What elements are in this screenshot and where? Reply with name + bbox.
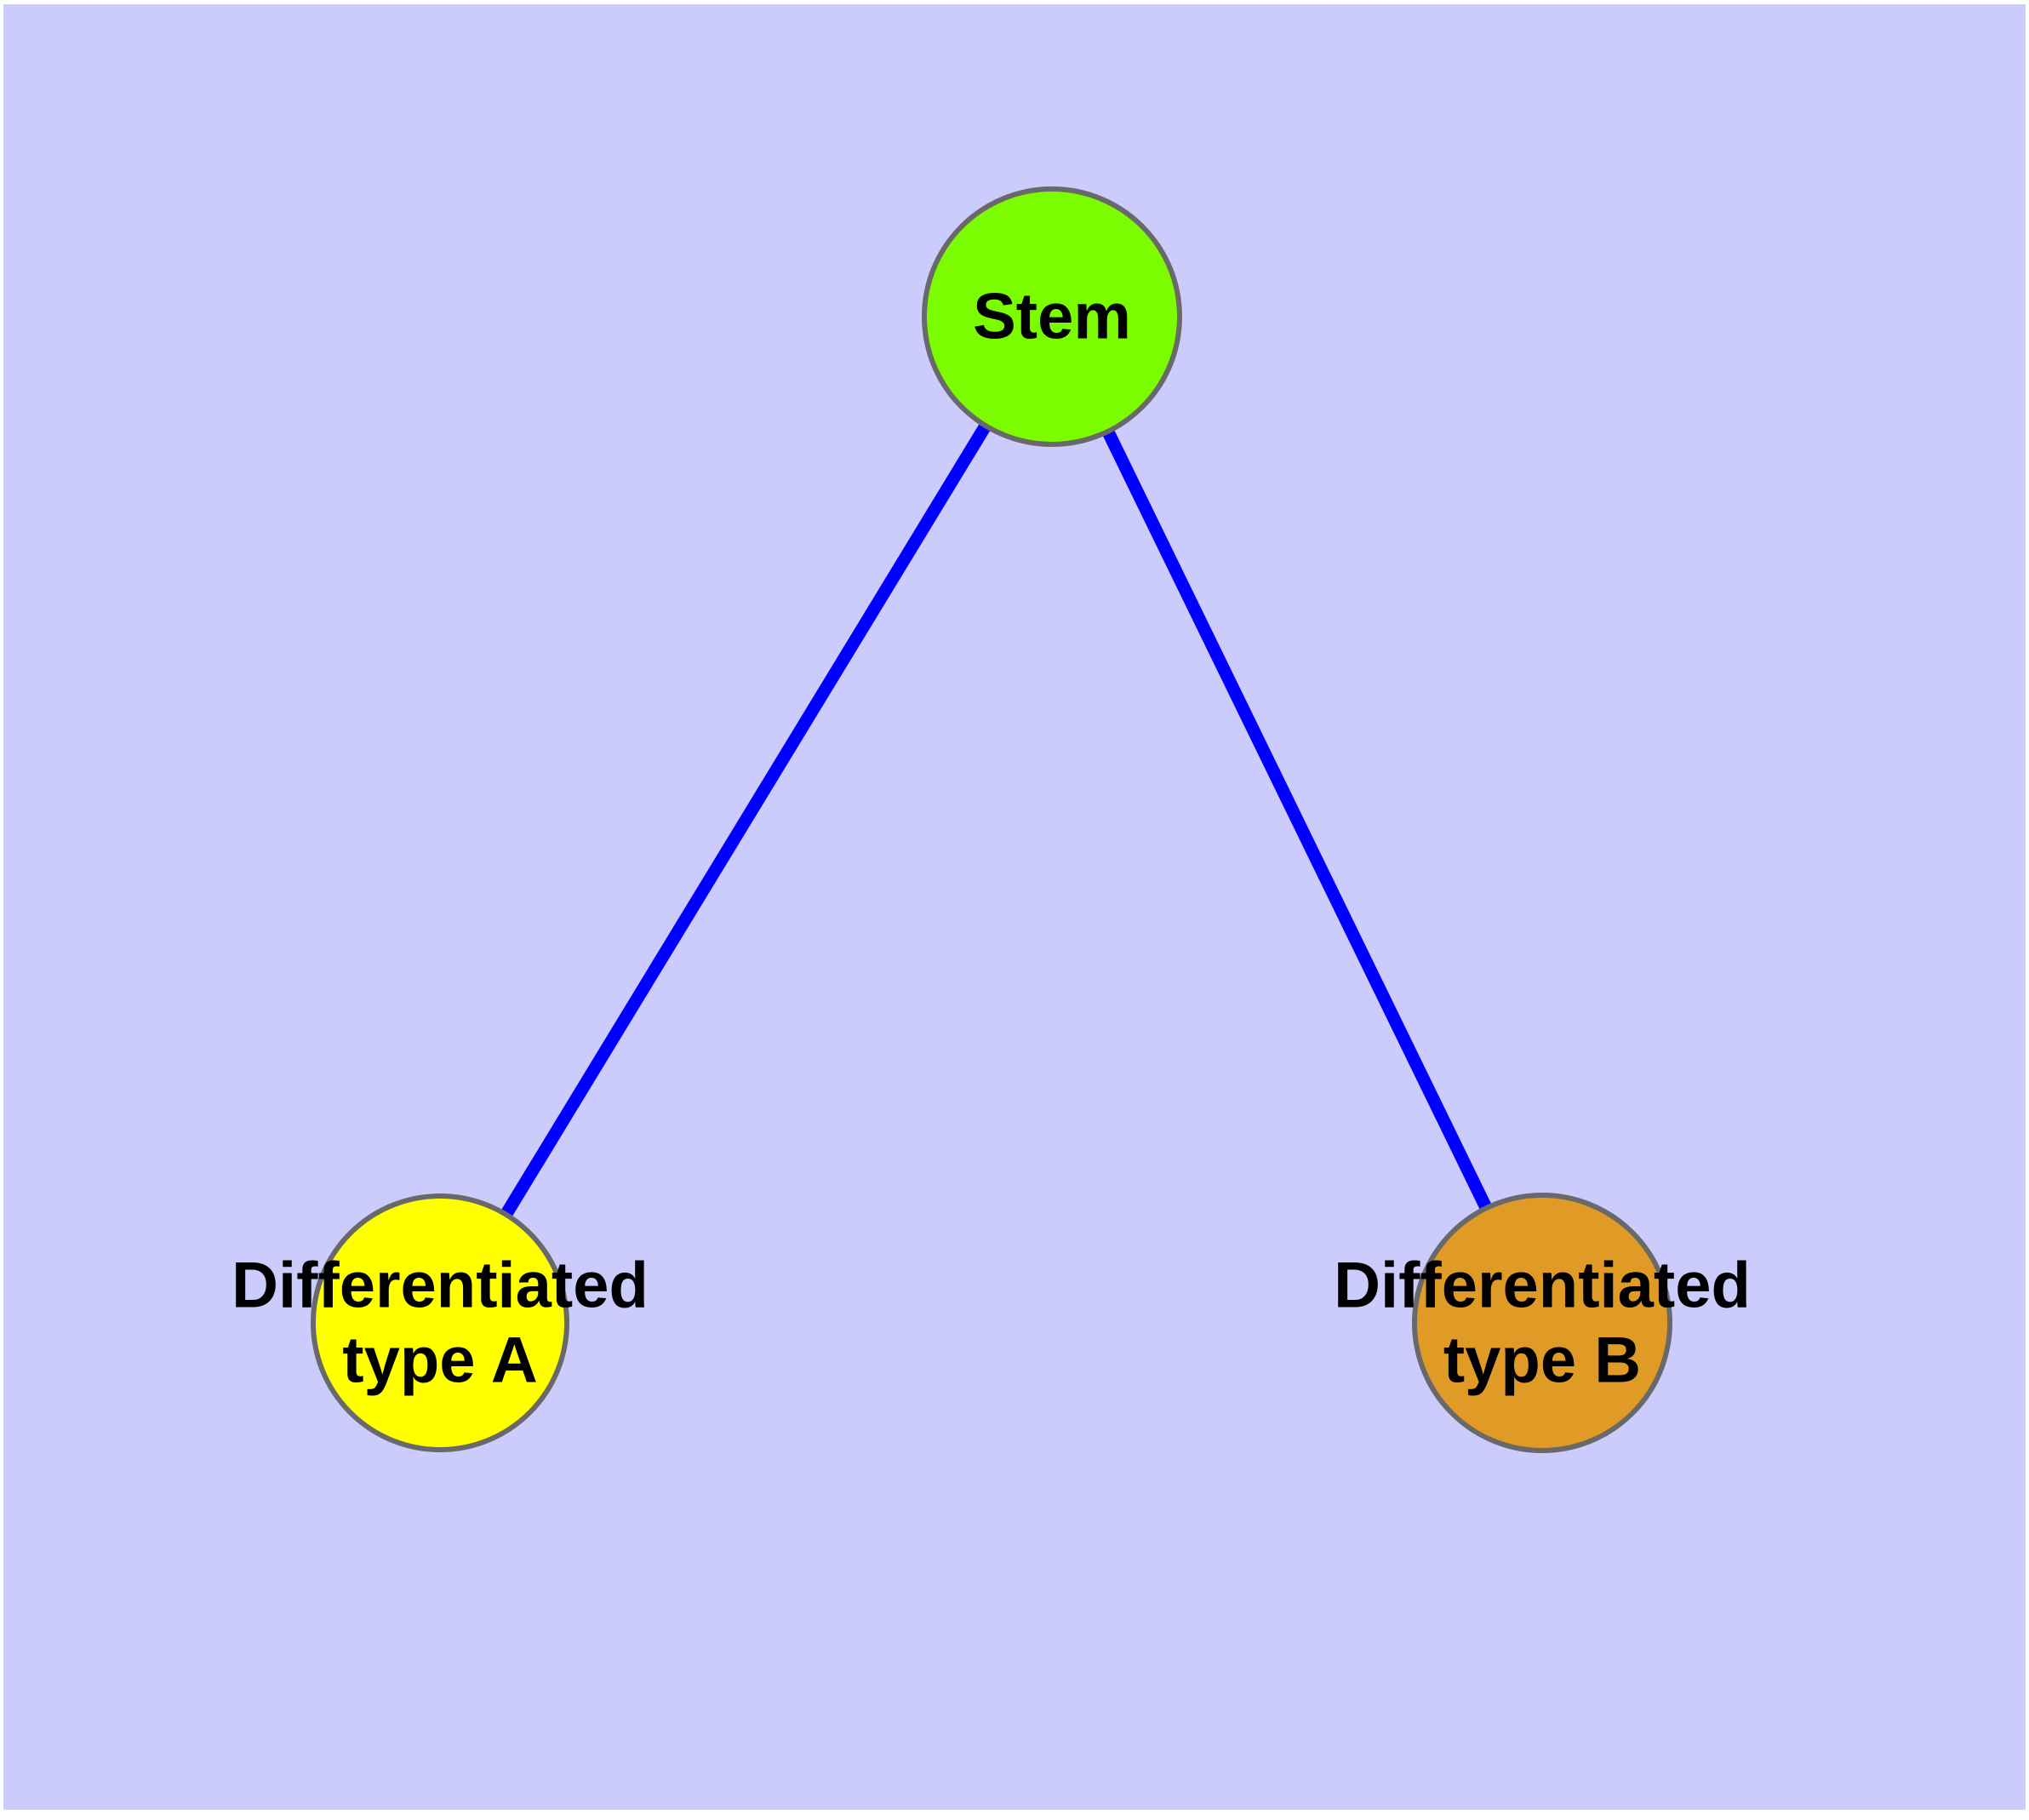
node-stem[interactable] (922, 186, 1182, 447)
edge-stem-to-differentiated-type-a[interactable] (498, 419, 993, 1222)
node-differentiated-type-b[interactable] (1412, 1193, 1672, 1453)
node-stem-circle[interactable] (922, 186, 1182, 447)
node-differentiated-type-a[interactable] (311, 1193, 569, 1452)
node-differentiated-type-a-circle[interactable] (311, 1193, 569, 1452)
node-layer (311, 186, 1672, 1453)
node-differentiated-type-b-circle[interactable] (1412, 1193, 1672, 1453)
edge-layer (498, 419, 1494, 1222)
edge-stem-to-differentiated-type-b[interactable] (1100, 425, 1494, 1215)
node-label-stem: Stem (973, 281, 1131, 353)
